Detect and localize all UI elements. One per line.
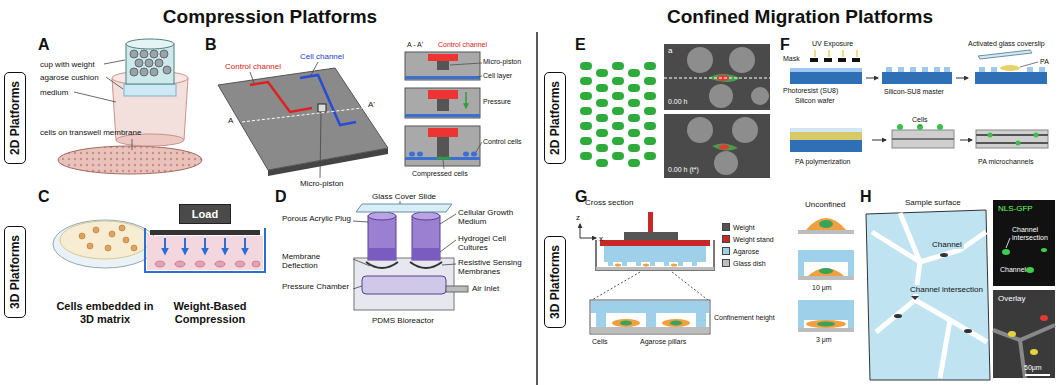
- annotation-label: Control channel: [438, 41, 487, 49]
- annotation-label: Cells embedded in 3D matrix: [50, 300, 160, 325]
- annotation-label: PA microchannels: [978, 158, 1034, 166]
- annotation-label: 0.00 h (t*): [668, 166, 699, 174]
- annotation-label: Porous Acrylic Plug: [282, 214, 352, 223]
- panel-letter: H: [860, 188, 872, 206]
- annotation-label: 50μm: [1024, 364, 1042, 372]
- annotation-label: Silicon-SU8 master: [884, 88, 944, 96]
- annotation-label: a: [668, 46, 672, 55]
- annotation-label: Pressure Chamber: [282, 282, 352, 291]
- 3d-matrix-compression-illustration: [53, 220, 265, 272]
- legend-label: Glass dish: [733, 260, 766, 267]
- annotation-label: Micro-piston: [483, 58, 521, 66]
- annotation-label: Cross section: [585, 198, 633, 207]
- annotation-label: 3 μm: [816, 336, 832, 344]
- legend-item: Glass dish: [722, 258, 766, 268]
- annotation-label: Channel intersection: [1012, 226, 1052, 242]
- panel-letter: F: [780, 36, 790, 54]
- panel-letter: B: [205, 36, 217, 54]
- legend-swatch: [722, 247, 730, 255]
- annotation-label: Silicon wafer: [795, 97, 835, 105]
- annotation-label: NLS-GFP: [998, 204, 1033, 213]
- annotation-label: Cell channel: [300, 52, 344, 61]
- annotation-label: Overlay: [998, 294, 1026, 303]
- annotation-label: Channel intersection: [908, 285, 985, 294]
- annotation-label: agarose cushion: [40, 73, 99, 82]
- annotation-label: PA polymerization: [795, 158, 851, 166]
- annotation-label: A - A': [407, 41, 423, 49]
- annotation-label: 0.00 h: [668, 98, 687, 106]
- row-label: 2D Platforms: [548, 81, 562, 155]
- annotation-label: Weight-Based Compression: [150, 300, 270, 325]
- annotation-label: PA: [1040, 58, 1049, 66]
- legend-swatch: [722, 223, 730, 231]
- legend-label: Weight: [733, 224, 755, 231]
- section-heading: Compression Platforms: [163, 6, 377, 28]
- annotation-label: Micro-piston: [300, 179, 344, 188]
- annotation-label: Hydrogel Cell Cultures: [458, 234, 530, 252]
- legend-label: Agarose: [733, 248, 759, 255]
- annotation-label: cup with weight: [40, 60, 95, 69]
- panel-letter: C: [38, 188, 50, 206]
- annotation-label: Control cells: [483, 138, 522, 146]
- annotation-label: Membrane Deflection: [282, 252, 352, 270]
- transwell-compression-illustration: [58, 39, 202, 174]
- microchannel-fabrication-illustration: [790, 50, 1048, 152]
- annotation-label: Glass Cover Slide: [372, 192, 436, 201]
- annotation-label: 10 μm: [812, 284, 832, 292]
- row-label: 3D Platforms: [548, 245, 562, 319]
- panel-letter: E: [575, 36, 586, 54]
- pillar-array-illustration: [580, 44, 770, 178]
- annotation-label: Photoresist (SU8): [783, 87, 838, 95]
- annotation-label: Confinement height: [714, 314, 775, 322]
- load-label: Load: [192, 208, 218, 220]
- annotation-label: A: [228, 116, 233, 125]
- annotation-label: Compressed cells: [412, 170, 468, 178]
- annotation-label: Cells: [592, 338, 608, 346]
- panel-letter: A: [38, 36, 50, 54]
- annotation-label: Air Inlet: [472, 284, 499, 293]
- channel-network-illustration: [866, 200, 1055, 380]
- panel-letter: D: [275, 188, 287, 206]
- row-label: 2D Platforms: [8, 81, 22, 155]
- annotation-label: UV Exposure: [812, 40, 853, 48]
- annotation-label: Activated glass coverslip: [968, 40, 1045, 48]
- annotation-label: Channel: [930, 240, 964, 249]
- pressure-bioreactor-illustration: [353, 201, 468, 310]
- annotation-label: cells on transwell membrane: [40, 128, 141, 137]
- section-heading: Confined Migration Platforms: [667, 6, 933, 28]
- platform-band: 2D Platforms: [544, 72, 566, 164]
- annotation-label: medium: [40, 88, 68, 97]
- platform-band: 2D Platforms: [4, 72, 26, 164]
- annotation-label: Cellular Growth Medium: [458, 208, 530, 226]
- legend-label: Weight stand: [733, 236, 774, 243]
- agarose-confinement-illustration: [580, 212, 854, 334]
- annotation-label: Control channel: [225, 62, 281, 71]
- annotation-label: x: [599, 234, 603, 243]
- annotation-label: Agarose pillars: [640, 338, 686, 346]
- annotation-label: Cell layer: [483, 72, 512, 80]
- legend-item: Weight: [722, 222, 755, 232]
- legend-item: Weight stand: [722, 234, 774, 244]
- platform-band: 3D Platforms: [4, 226, 26, 318]
- legend-swatch: [722, 259, 730, 267]
- legend-item: Agarose: [722, 246, 759, 256]
- annotation-label: Cells: [912, 116, 928, 124]
- annotation-label: z: [576, 213, 580, 222]
- annotation-label: A': [368, 100, 375, 109]
- annotation-label: Mask: [783, 55, 800, 63]
- annotation-label: Unconfined: [805, 200, 845, 209]
- divider-line: [536, 32, 538, 385]
- annotation-label: Sample surface: [905, 198, 961, 207]
- load-box: Load: [179, 204, 231, 224]
- row-label: 3D Platforms: [8, 235, 22, 309]
- annotation-label: Pressure: [483, 98, 511, 106]
- annotation-label: Resistive Sensing Membranes: [458, 258, 530, 276]
- legend-swatch: [722, 235, 730, 243]
- annotation-label: Channel: [1000, 266, 1026, 274]
- annotation-label: PDMS Bioreactor: [372, 316, 434, 325]
- platform-band: 3D Platforms: [544, 236, 566, 328]
- micro-piston-chip-illustration: [218, 52, 482, 178]
